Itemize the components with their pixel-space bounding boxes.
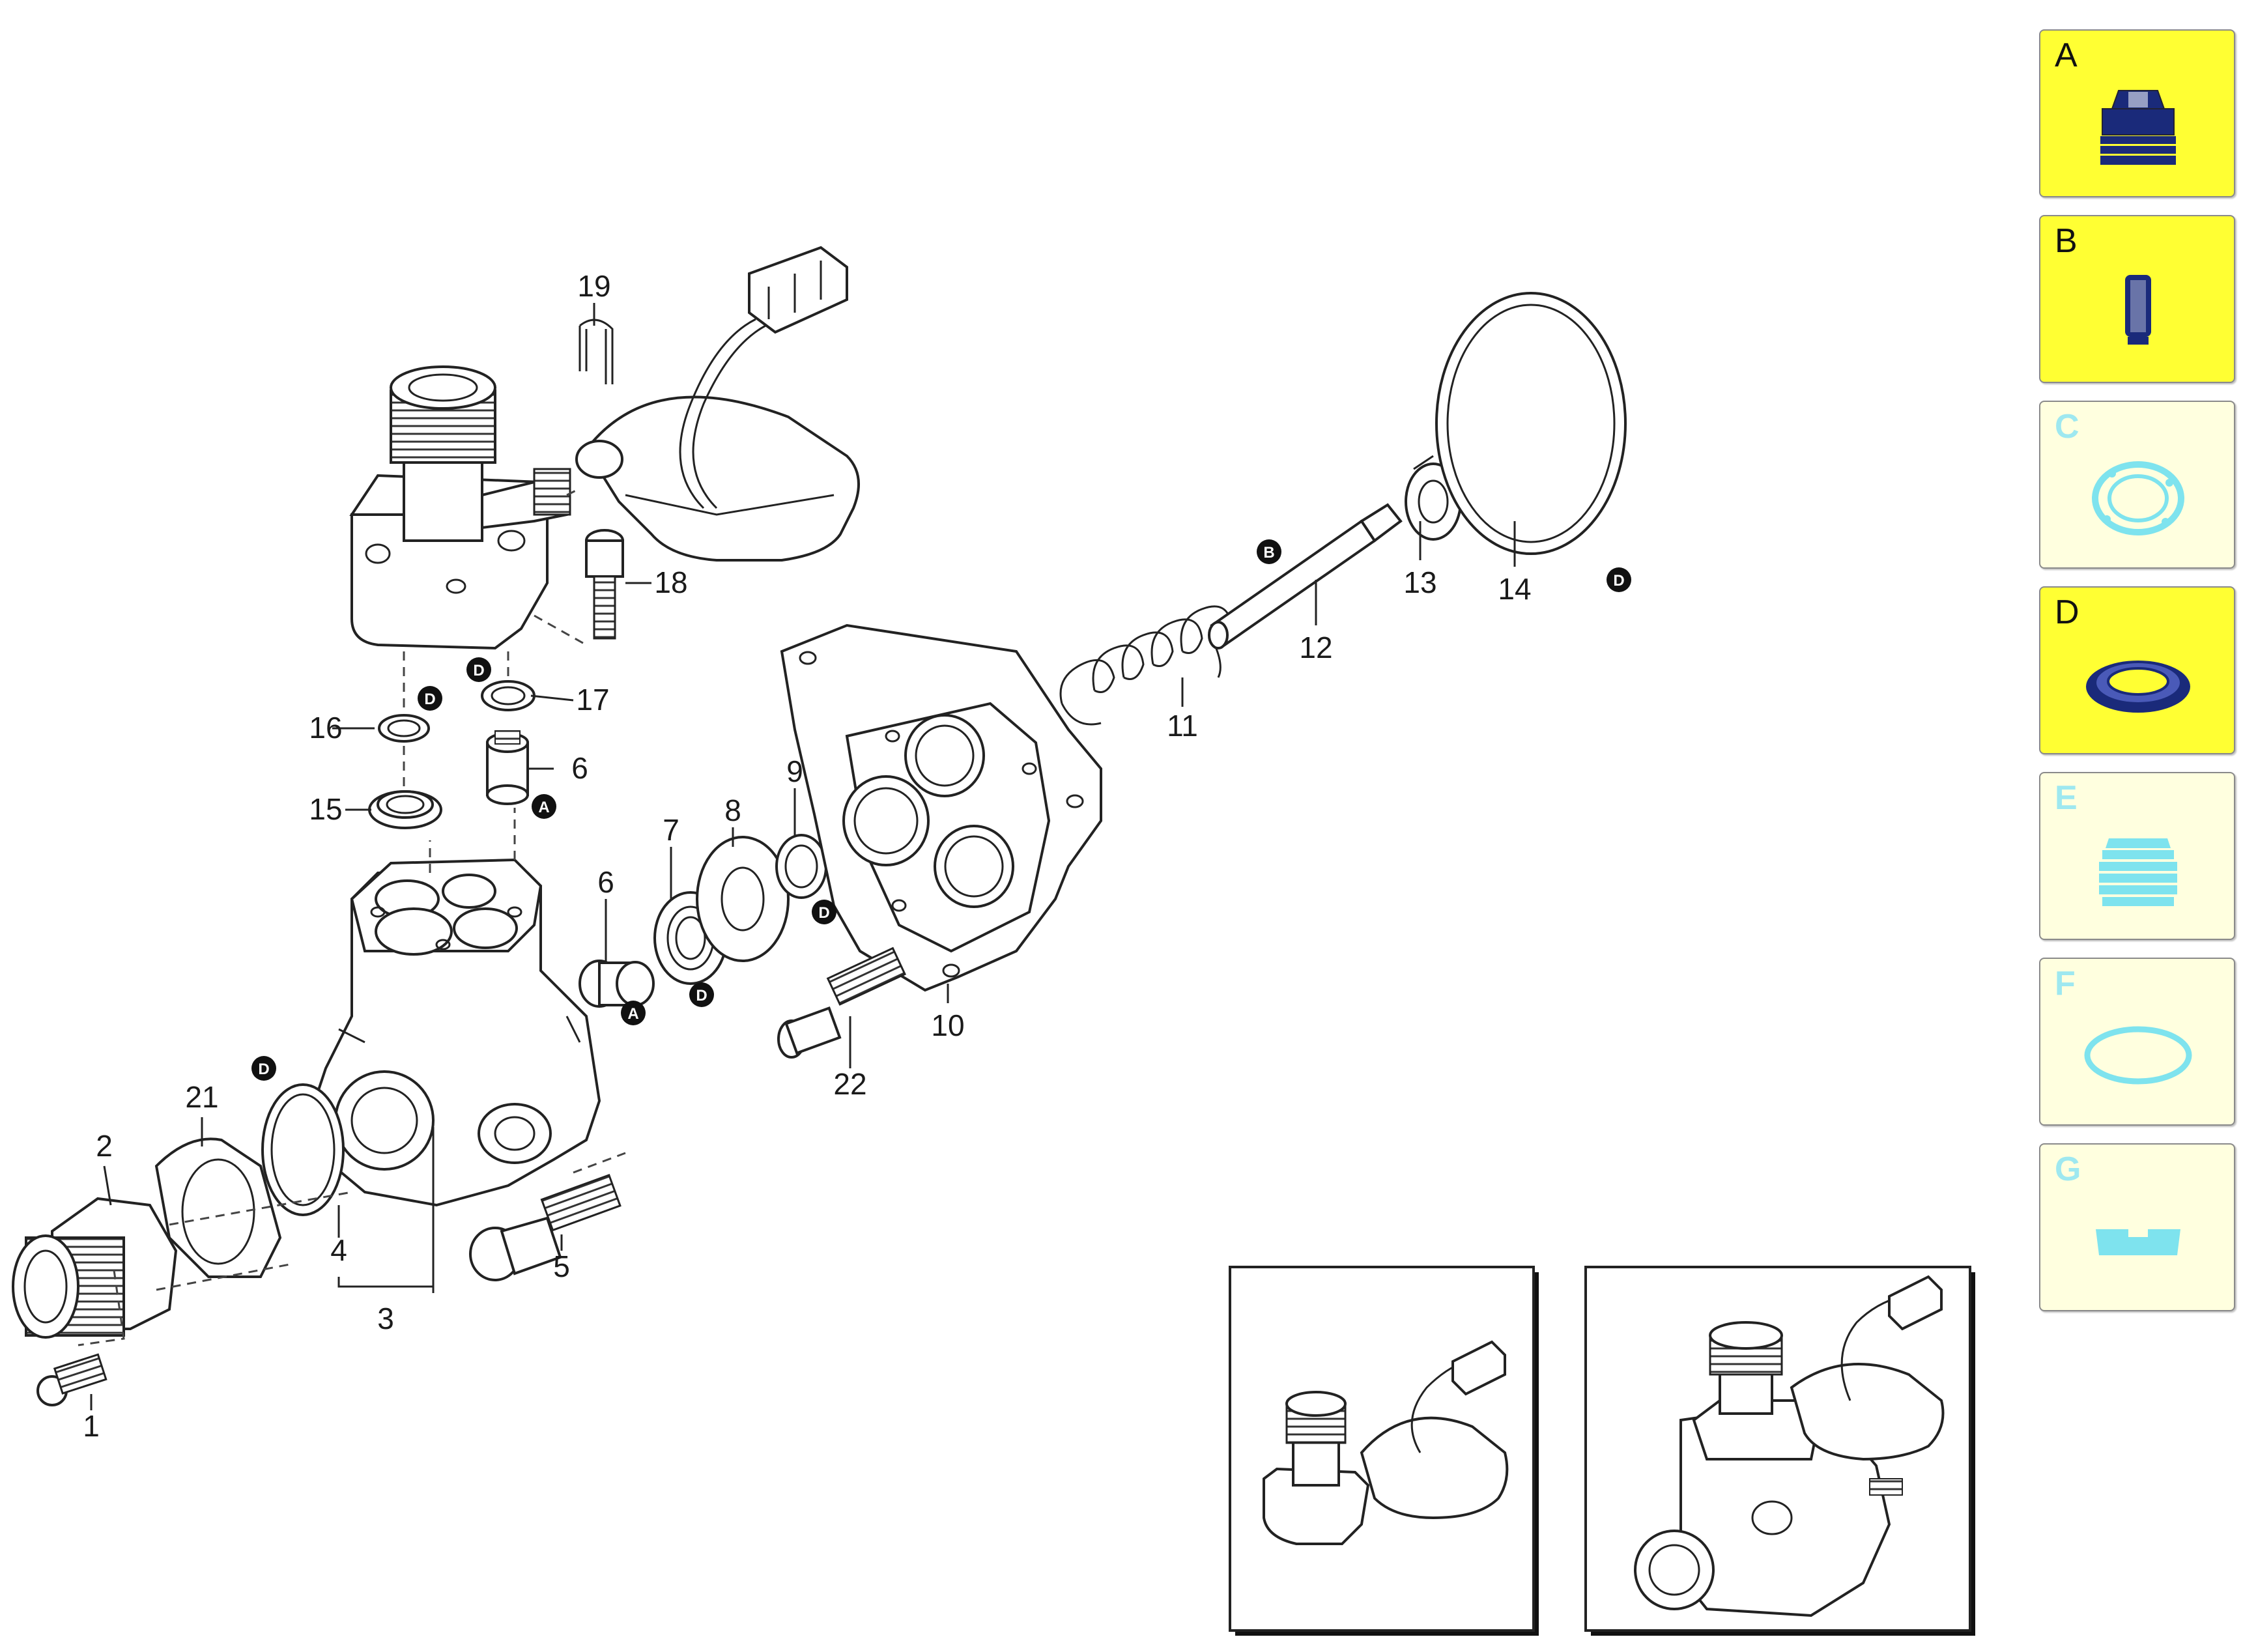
svg-text:A: A — [538, 799, 549, 816]
svg-text:D: D — [696, 987, 707, 1004]
svg-text:D: D — [424, 691, 435, 708]
category-letter: G — [2055, 1150, 2081, 1188]
badge-d-9: D — [812, 900, 836, 924]
badge-d-14: D — [1607, 567, 1631, 592]
category-badges: A A B D D D D D D — [251, 539, 1631, 1081]
flange-gasket-icon — [2073, 454, 2203, 545]
category-letter: E — [2055, 779, 2078, 817]
part-pressure-switch-assembly[interactable] — [349, 246, 860, 650]
bellows-icon — [2073, 825, 2203, 917]
badge-d-17: D — [466, 657, 491, 682]
part-15-seal[interactable] — [368, 790, 442, 829]
part-4-o-ring[interactable] — [261, 1083, 345, 1216]
callout-5: 5 — [553, 1249, 570, 1283]
part-22-bolt[interactable] — [777, 947, 906, 1059]
part-pump-housing[interactable] — [311, 858, 601, 1207]
callout-6-lower: 6 — [597, 865, 614, 899]
callout-15: 15 — [309, 792, 342, 826]
part-6-valve-lower[interactable] — [579, 960, 655, 1008]
category-card-g[interactable]: G — [2039, 1143, 2235, 1311]
callout-7: 7 — [663, 813, 679, 847]
badge-d-16: D — [418, 686, 442, 711]
part-5-bolt[interactable] — [469, 1173, 621, 1281]
part-8-washer[interactable] — [696, 836, 790, 962]
category-card-e[interactable]: E — [2039, 772, 2235, 940]
part-17-ring[interactable] — [481, 680, 536, 711]
category-card-a[interactable]: A — [2039, 29, 2235, 197]
callout-18: 18 — [654, 565, 687, 599]
part-9-seal[interactable] — [775, 834, 827, 899]
part-16-ring[interactable] — [378, 714, 430, 743]
svg-text:D: D — [258, 1061, 269, 1078]
callout-6-upper: 6 — [571, 751, 588, 785]
category-letter: C — [2055, 408, 2079, 446]
part-10-head-plate[interactable] — [780, 623, 1102, 992]
callout-14: 14 — [1498, 572, 1531, 606]
category-card-b[interactable]: B — [2039, 215, 2235, 383]
callout-10: 10 — [931, 1008, 964, 1042]
category-card-c[interactable]: C — [2039, 401, 2235, 569]
badge-d-7: D — [689, 982, 714, 1007]
callout-16: 16 — [309, 711, 342, 745]
category-card-f[interactable]: F — [2039, 958, 2235, 1126]
badge-a-upper: A — [532, 794, 556, 819]
part-11-spring[interactable] — [1059, 605, 1233, 726]
callout-1: 1 — [83, 1409, 100, 1443]
category-card-d[interactable]: D — [2039, 586, 2235, 754]
callout-9: 9 — [786, 754, 803, 788]
category-letter: B — [2055, 222, 2078, 260]
part-1-bolt[interactable] — [36, 1353, 107, 1406]
callout-3: 3 — [377, 1302, 394, 1335]
svg-text:D: D — [473, 662, 484, 679]
callout-22: 22 — [833, 1067, 866, 1101]
part-18-bolt[interactable] — [585, 529, 624, 640]
flat-gasket-icon — [2073, 1197, 2203, 1288]
callout-13: 13 — [1403, 565, 1436, 599]
badge-a-lower: A — [621, 1001, 646, 1025]
part-12-piston-rod[interactable] — [1208, 503, 1403, 649]
badge-d-4: D — [251, 1056, 276, 1081]
callout-17: 17 — [576, 683, 609, 717]
part-6-valve-upper[interactable] — [486, 730, 529, 805]
callout-11: 11 — [1167, 709, 1198, 743]
svg-text:D: D — [1613, 572, 1624, 590]
svg-text:A: A — [627, 1005, 638, 1023]
callout-12: 12 — [1299, 631, 1332, 664]
seal-ring-icon — [2073, 640, 2203, 731]
callout-4: 4 — [330, 1233, 347, 1267]
piston-icon — [2073, 268, 2203, 360]
callout-8: 8 — [724, 793, 741, 827]
part-14-o-ring[interactable] — [1435, 292, 1627, 555]
part-2-flange[interactable] — [12, 1197, 178, 1339]
callout-21: 21 — [185, 1080, 218, 1114]
part-19-clip[interactable] — [579, 303, 614, 384]
inset-20-pump-assembly[interactable] — [1584, 1266, 1975, 1636]
o-ring-icon — [2073, 1011, 2203, 1102]
category-letter: D — [2055, 593, 2079, 631]
callout-19: 19 — [577, 269, 610, 303]
category-letter: A — [2055, 36, 2078, 74]
valve-cartridge-icon — [2073, 83, 2203, 174]
category-letter: F — [2055, 965, 2076, 1003]
svg-text:B: B — [1263, 544, 1274, 562]
inset-23-pressure-switch[interactable] — [1229, 1266, 1539, 1636]
part-21-gasket[interactable] — [154, 1137, 282, 1278]
callout-2: 2 — [96, 1129, 113, 1163]
category-panel: A B C D E F G — [2039, 29, 2238, 1316]
badge-b: B — [1257, 539, 1281, 564]
svg-text:D: D — [818, 904, 829, 922]
